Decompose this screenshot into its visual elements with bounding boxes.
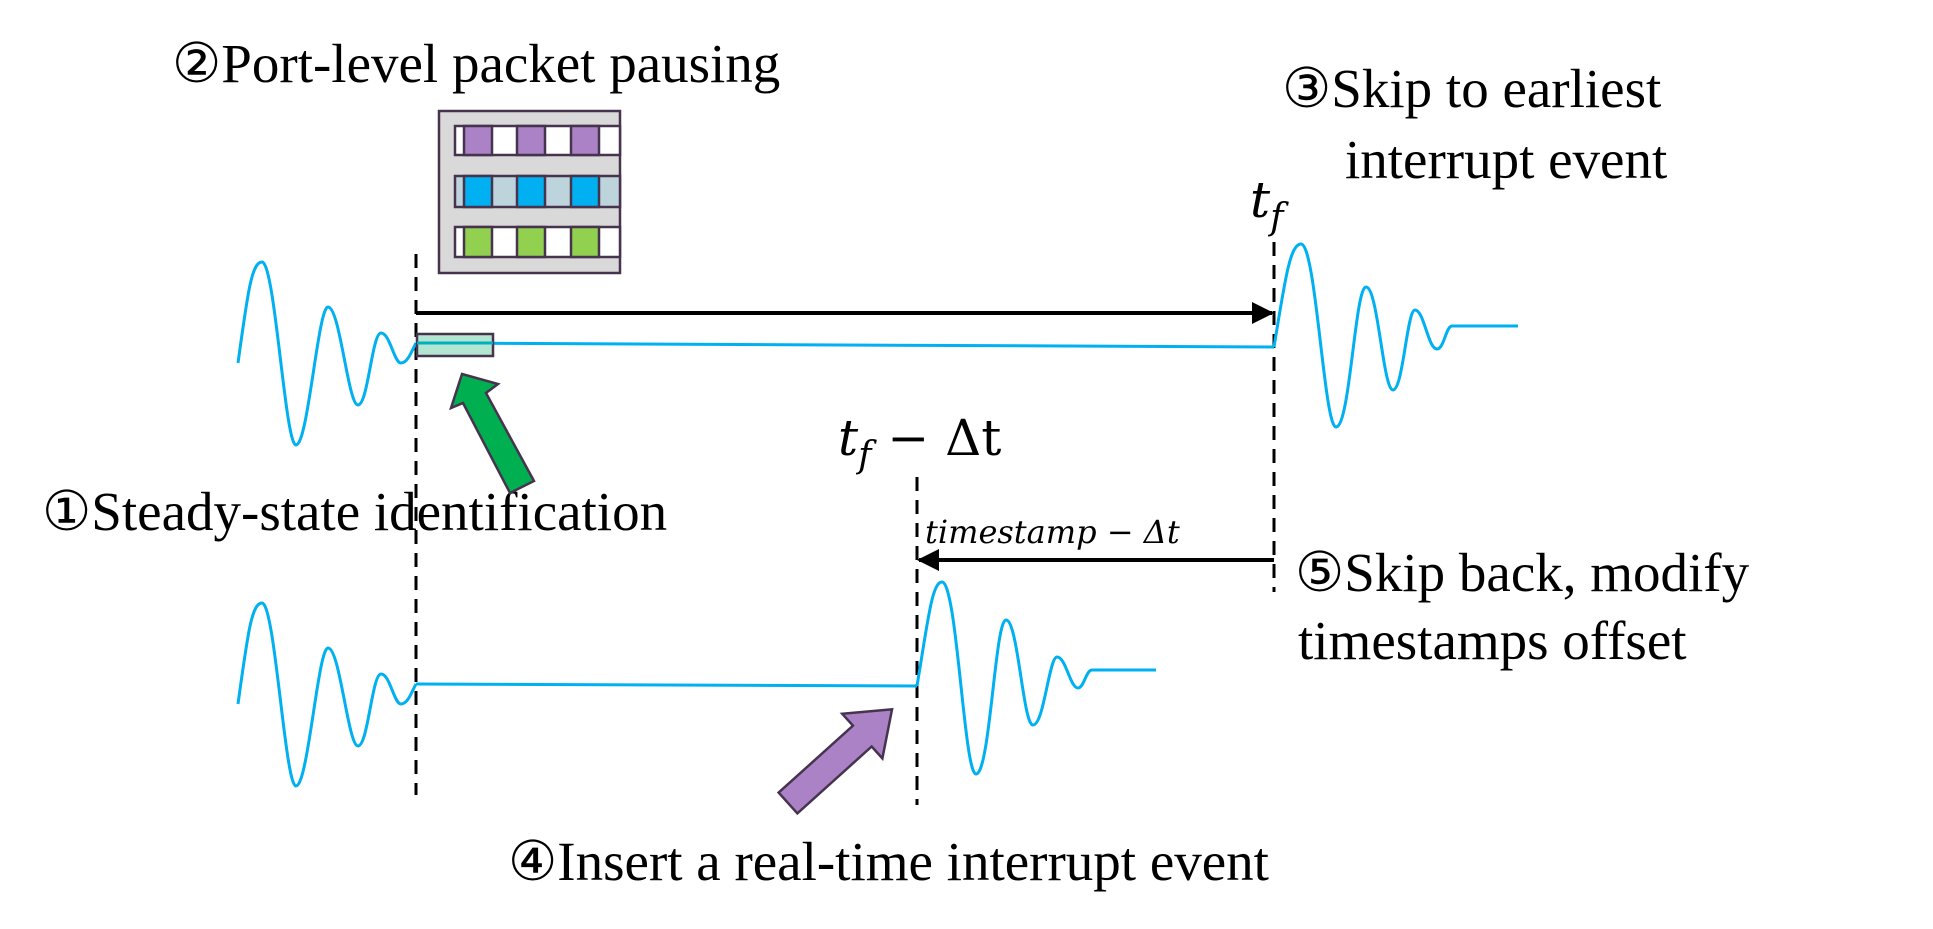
bottom-waveform-post [915,580,1156,776]
tf-label: tf [1250,171,1289,238]
paused-packet-block [415,332,495,358]
queue-row-green [453,225,622,259]
top-waveform-pre [236,260,418,447]
step2-label: ②Port-level packet pausing [172,33,780,94]
top-waveform-paused [415,341,1275,349]
bottom-waveform-paused [415,682,918,688]
timestamp-offset-label: timestamp − Δt [925,513,1180,551]
step3-label-line1: ③Skip to earliest [1282,58,1661,119]
step5-label-line2: timestamps offset [1298,610,1687,671]
top-waveform-post [1272,242,1518,429]
step3-label-line2: interrupt event [1345,129,1667,190]
bottom-waveform-pre [236,601,418,788]
identify-arrow-icon [448,372,536,495]
step5-label-line1: ⑤Skip back, modify [1295,542,1750,603]
packet-queue-icon [437,109,622,275]
tf-minus-dt-label: tf − Δt [838,409,1001,476]
step1-label: ①Steady-state identification [42,481,667,542]
queue-row-blue [453,174,622,209]
step4-label: ④Insert a real-time interrupt event [508,831,1269,892]
queue-row-purple [453,124,622,157]
insert-arrow-icon [776,707,894,816]
